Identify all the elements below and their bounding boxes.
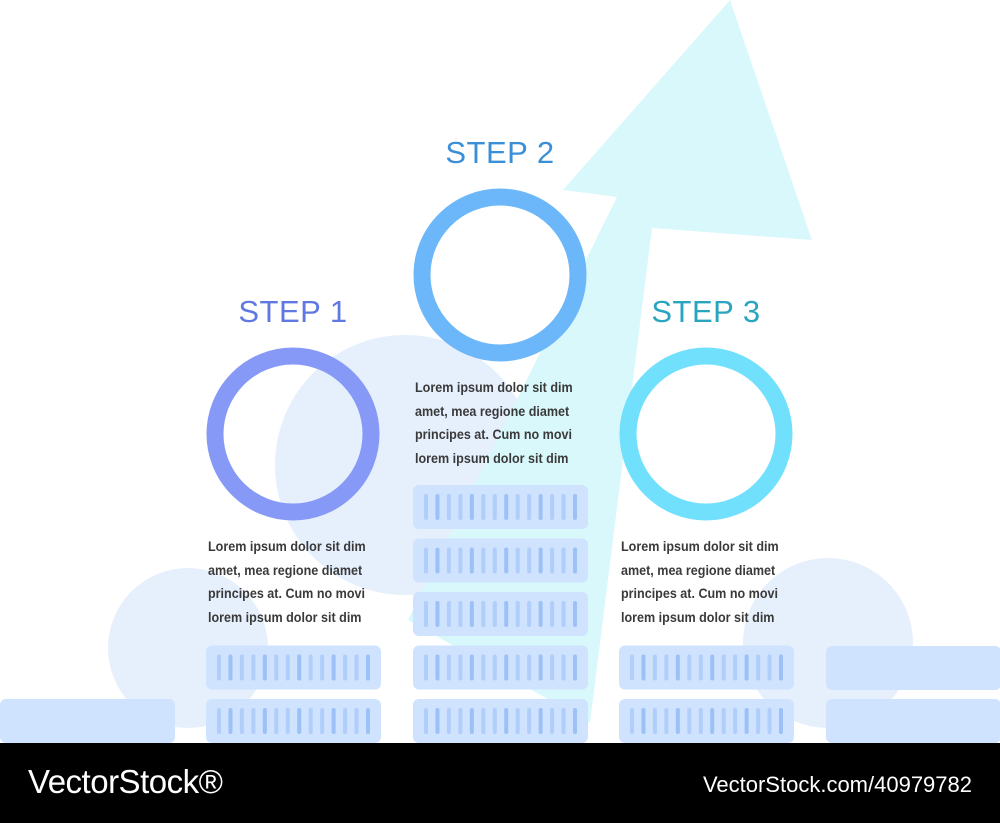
step-1-text-line: Lorem ipsum dolor sit dim [208,539,366,554]
side-coin [826,699,1000,743]
step-2-text-line: lorem ipsum dolor sit dim [415,450,569,466]
step-2-ring [413,188,587,362]
step-3-description: Lorem ipsum dolor sit dim amet, mea regi… [621,535,788,629]
step-3-text-line: Lorem ipsum dolor sit dim [621,539,779,554]
step-1-text-line: lorem ipsum dolor sit dim [208,609,362,625]
step-3-text-line: amet, mea regione diamet [621,562,776,578]
coin-stack-icon [413,592,588,636]
image-credit: VectorStock.com/40979782 [702,772,972,797]
side-coin [826,646,1000,690]
step-2-description: Lorem ipsum dolor sit dim amet, mea regi… [415,376,582,470]
step-2-text-line: amet, mea regione diamet [415,403,570,419]
coin-stack-icon [619,645,794,690]
watermark-footer: VectorStock® VectorStock.com/40979782 [0,743,1000,823]
coin-stacks [0,485,1000,743]
step-1-description: Lorem ipsum dolor sit dim amet, mea regi… [208,535,375,629]
step-1-text-line: principes at. Cum no movi [208,586,365,601]
coin-stack-icon [413,485,588,529]
infographic-illustration [0,0,1000,743]
side-coin [0,699,175,743]
step-2-text-line: Lorem ipsum dolor sit dim [415,380,573,395]
coin-stack-icon [413,538,588,583]
coin-stack-icon [206,699,381,743]
coin-stack-icon [413,699,588,743]
step-3-ring [619,347,793,521]
step-2-text-line: principes at. Cum no movi [415,427,572,442]
step-3-text-line: lorem ipsum dolor sit dim [621,609,775,625]
coin-stack-icon [206,645,381,690]
brand-logo: VectorStock® [28,763,223,800]
coin-stack-icon [619,699,794,743]
step-3-text-line: principes at. Cum no movi [621,586,778,601]
step-2-title: STEP 2 [445,135,555,170]
coin-stack-icon [413,645,588,690]
step-3-title: STEP 3 [651,294,761,329]
step-1-title: STEP 1 [238,294,348,329]
step-1-ring [206,347,380,521]
step-1-text-line: amet, mea regione diamet [208,562,363,578]
